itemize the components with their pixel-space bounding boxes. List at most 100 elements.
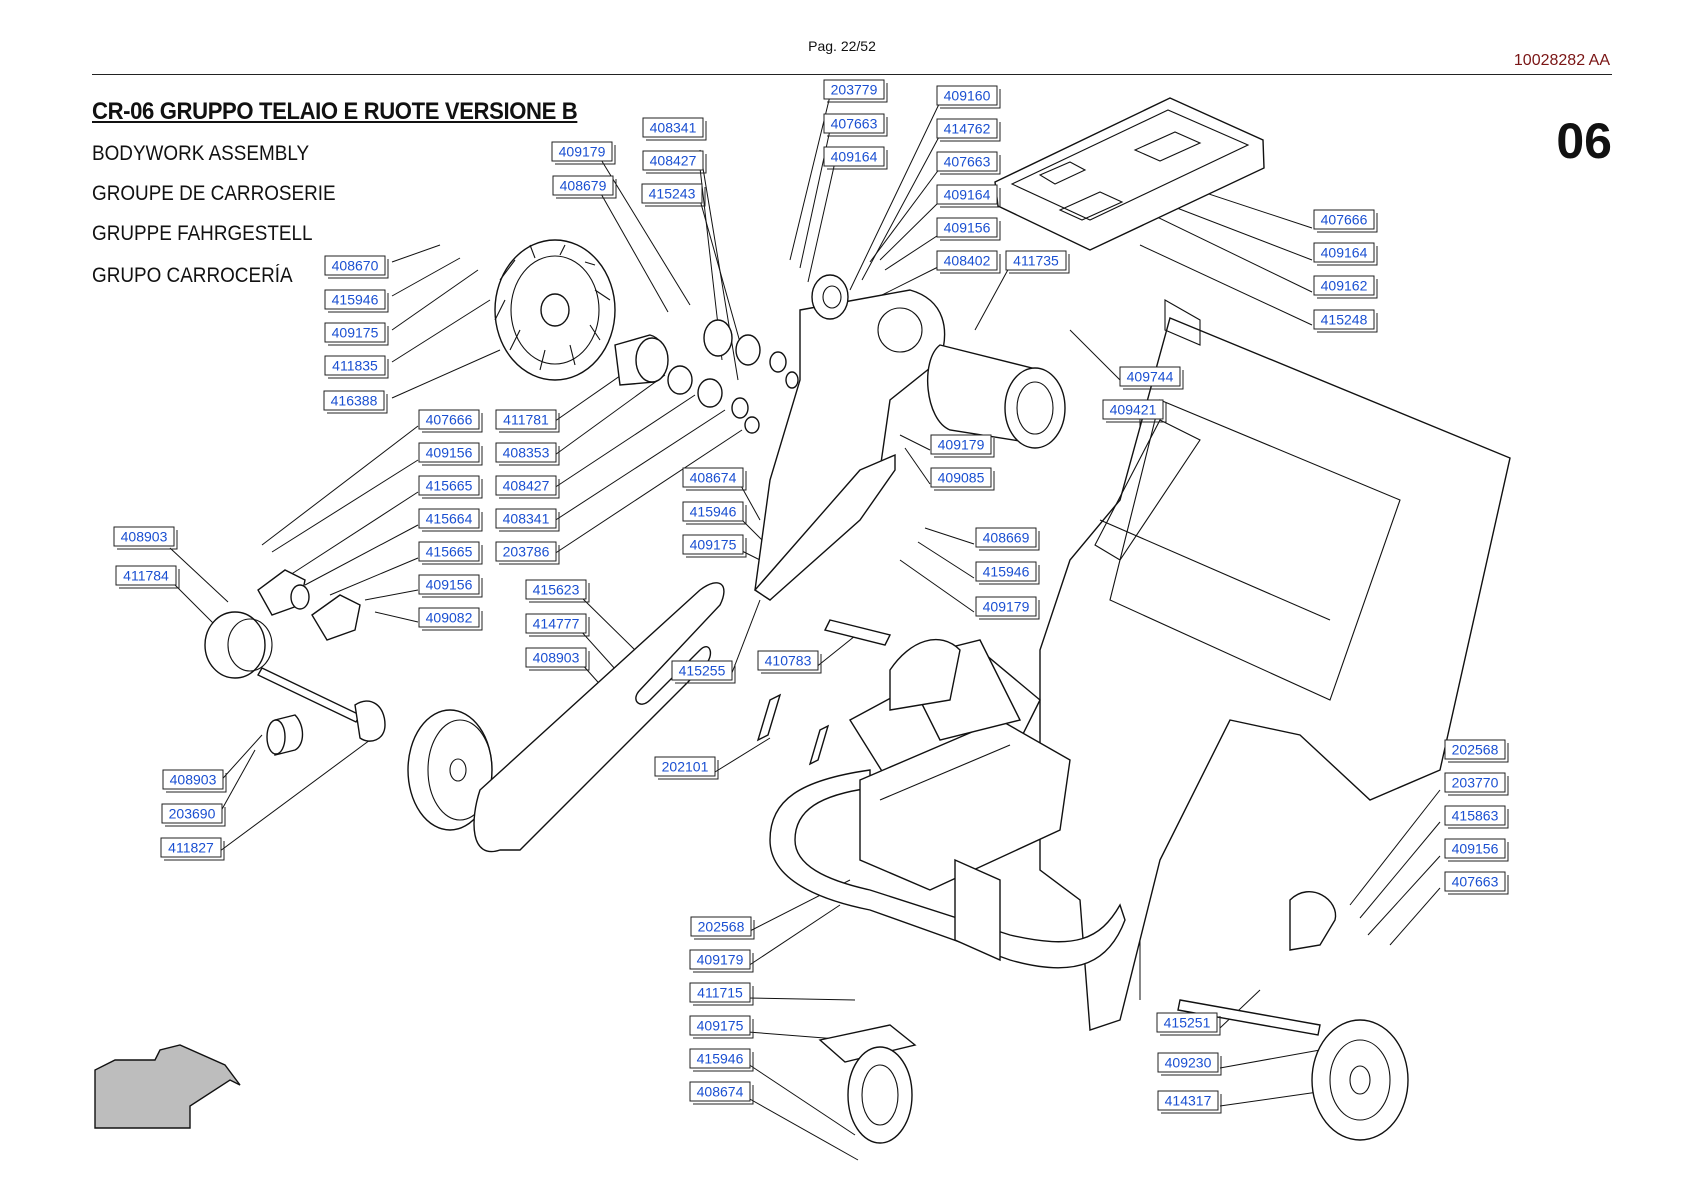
part-number-tag: 408679 <box>552 175 617 199</box>
leader-line <box>547 394 696 493</box>
part-number-text: 415623 <box>533 582 580 598</box>
part-number-text: 414777 <box>533 616 580 632</box>
leader-line <box>364 589 419 601</box>
part-number-text: 407666 <box>1321 212 1368 228</box>
subtitle-german: GRUPPE FAHRGESTELL <box>92 222 313 245</box>
part-number-text: 409230 <box>1165 1055 1212 1071</box>
part-number-tag: 408353 <box>495 442 560 466</box>
part-number-text: 408679 <box>560 178 607 194</box>
part-number-text: 408674 <box>697 1084 744 1100</box>
part-number-text: 415863 <box>1452 808 1499 824</box>
top-tray <box>994 97 1265 251</box>
part-number-tag: 408674 <box>682 467 747 491</box>
part-number-tag: 414317 <box>1157 1090 1222 1114</box>
part-number-text: 408669 <box>983 530 1030 546</box>
drive-shaft <box>257 667 386 756</box>
part-number-tag: 409162 <box>1313 275 1378 299</box>
leader-line <box>1367 855 1441 936</box>
part-number-text: 409082 <box>426 610 473 626</box>
part-number-text: 203770 <box>1452 775 1499 791</box>
part-number-text: 408674 <box>690 470 737 486</box>
leader-line <box>391 244 441 263</box>
part-number-text: 408341 <box>503 511 550 527</box>
leader-line <box>917 541 975 579</box>
leader-line <box>747 1097 859 1161</box>
part-number-tag: 410783 <box>757 650 822 674</box>
part-number-tag: 414777 <box>525 613 590 637</box>
part-number-tag: 411784 <box>115 565 180 589</box>
part-number-tag: 203770 <box>1444 772 1509 796</box>
page-title: CR-06 GRUPPO TELAIO E RUOTE VERSIONE B <box>92 98 578 125</box>
part-number-tag: 202568 <box>690 916 755 940</box>
part-number-tag: 409164 <box>1313 242 1378 266</box>
part-number-tag: 415863 <box>1444 805 1509 829</box>
leader-line <box>747 1063 856 1136</box>
part-number-tag: 408427 <box>642 150 707 174</box>
leader-line <box>329 557 419 596</box>
part-number-text: 409162 <box>1321 278 1368 294</box>
part-number-tag: 416388 <box>323 390 388 414</box>
part-number-tag: 408402 <box>936 250 1001 274</box>
part-number-text: 409156 <box>944 220 991 236</box>
part-number-tag: 409164 <box>823 146 888 170</box>
leader-line <box>869 167 941 263</box>
part-number-text: 409179 <box>559 144 606 160</box>
part-number-text: 410783 <box>765 653 812 669</box>
leader-line <box>374 611 419 623</box>
part-number-tag: 411827 <box>160 837 225 861</box>
main-frame <box>1039 299 1511 1031</box>
part-number-text: 202568 <box>698 919 745 935</box>
part-number-text: 414762 <box>944 121 991 137</box>
subtitle-spanish: GRUPO CARROCERÍA <box>92 264 293 287</box>
part-number-text: 411835 <box>332 358 378 374</box>
part-number-tag: 415946 <box>975 561 1040 585</box>
leader-line <box>271 459 419 553</box>
part-number-text: 411735 <box>1013 253 1059 269</box>
part-number-tag: 408427 <box>495 475 560 499</box>
part-number-text: 409175 <box>697 1018 744 1034</box>
leader-line <box>789 95 831 261</box>
part-number-tag: 409421 <box>1102 399 1167 423</box>
spacers <box>756 619 892 766</box>
chute-section <box>859 639 1071 962</box>
part-number-text: 411784 <box>123 568 169 584</box>
leader-line <box>1359 821 1441 919</box>
part-number-text: 408903 <box>533 650 580 666</box>
part-number-tag: 411781 <box>495 409 560 433</box>
part-number-text: 408670 <box>332 258 379 274</box>
part-number-tag: 415946 <box>682 501 747 525</box>
part-number-text: 409164 <box>1321 245 1368 261</box>
leader-line <box>1389 887 1441 946</box>
part-number-tag: 409179 <box>689 949 754 973</box>
part-number-tag: 411835 <box>324 355 389 379</box>
large-pulley <box>407 709 493 831</box>
part-number-tag: 409156 <box>936 217 1001 241</box>
leader-line <box>599 157 691 306</box>
bearing-stack <box>667 319 799 434</box>
v-belt <box>473 582 725 853</box>
leader-line <box>171 581 219 629</box>
leader-line <box>1219 1049 1321 1069</box>
part-number-tag: 415946 <box>324 289 389 313</box>
part-number-text: 411781 <box>503 412 549 428</box>
part-number-text: 409744 <box>1127 369 1174 385</box>
part-number-text: 409164 <box>944 187 991 203</box>
document-code: 10028282 AA <box>1513 52 1610 69</box>
part-number-text: 414317 <box>1165 1093 1212 1109</box>
part-number-text: 407663 <box>831 116 878 132</box>
part-number-tag: 415664 <box>418 508 483 532</box>
part-number-text: 203786 <box>503 544 550 560</box>
leader-line <box>391 257 461 297</box>
header-divider <box>92 74 1612 75</box>
part-number-text: 415248 <box>1321 312 1368 328</box>
part-number-tag: 409179 <box>930 434 995 458</box>
part-number-text: 407666 <box>426 412 473 428</box>
part-number-tag: 203779 <box>823 79 888 103</box>
part-number-text: 202568 <box>1452 742 1499 758</box>
leader-line <box>904 447 931 485</box>
leader-line <box>289 491 419 576</box>
motor-pulley <box>811 274 849 320</box>
leader-line <box>391 299 491 363</box>
leader-line <box>391 269 479 331</box>
part-number-tag: 409156 <box>1444 838 1509 862</box>
